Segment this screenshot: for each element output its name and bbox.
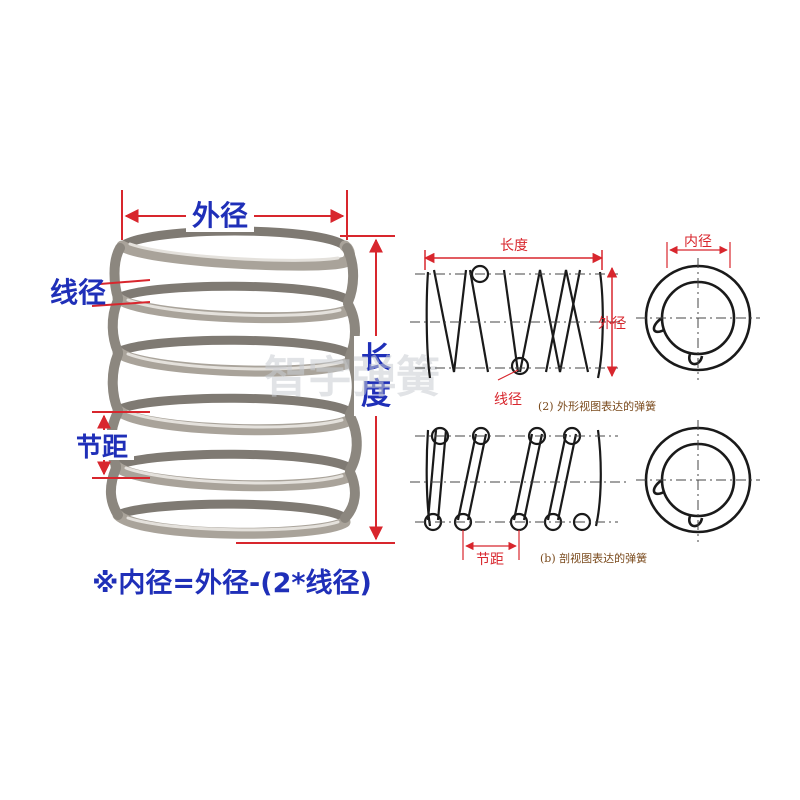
caption-section-view: (b) 剖视图表达的弹簧 [540,551,647,565]
outline-view-drawing [410,250,628,379]
spring-highlights [124,242,344,532]
drawing-inner-diameter-label: 内径 [684,234,712,250]
length-label-top: 长 [361,341,391,376]
outer-diameter-label: 外径 [192,199,248,232]
section-view-drawing [410,426,628,560]
pitch-dimension: 节距 [72,411,150,479]
inner-diameter-formula: ※内径=外径-(2*线径) [92,568,372,599]
wire-diameter-label: 线径 [50,276,106,309]
drawing-outer-diameter-label: 外径 [598,316,626,332]
drawing-pitch-label: 节距 [476,552,504,568]
drawing-length-label: 长度 [500,238,528,254]
length-dimension: 长 度 [236,235,398,544]
wire-diameter-dimension: 线径 [50,276,151,309]
drawing-wire-diameter-label: 线径 [494,392,522,408]
spring-front-coils [110,240,356,539]
outer-diameter-dimension: 外径 [121,190,348,240]
spring-back-coils [111,226,355,523]
watermark: 智宇弹簧 [264,352,440,403]
pitch-label: 节距 [76,433,128,463]
end-view-bottom [636,420,760,542]
caption-outline-view: (2) 外形视图表达的弹簧 [538,399,656,413]
end-view-top [636,242,760,380]
length-label-bottom: 度 [361,377,391,412]
